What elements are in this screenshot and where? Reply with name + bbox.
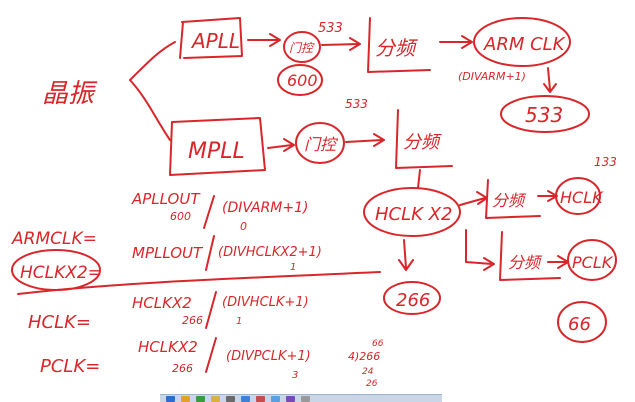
- hclkx2-den-sub: 1: [290, 262, 296, 273]
- arrow-armclk-533: [543, 67, 557, 93]
- mux-mid-label: 门控: [304, 135, 339, 154]
- taskbar: [160, 394, 442, 402]
- hclk-den-sub: 1: [236, 316, 242, 327]
- circle-533-value: 533: [525, 103, 563, 127]
- arrow-div2-pclk: [547, 255, 569, 269]
- branch-to-mpll: [129, 79, 171, 141]
- hclk-num-sub: 266: [182, 314, 203, 327]
- mux-mid-circle: [295, 122, 345, 164]
- armclk-den-sub: 0: [240, 220, 247, 233]
- divider-top-box: [367, 17, 431, 73]
- pclk-den-sub: 3: [292, 370, 298, 381]
- apll-box-left: [179, 21, 184, 59]
- divider-mid-box: [395, 109, 453, 169]
- circle-600: [277, 64, 323, 96]
- divider-mid-label: 分频: [403, 132, 442, 153]
- divider-hclk1-box: [485, 179, 541, 219]
- crystal-label: 晶振: [42, 79, 98, 109]
- hclkx2-num: MPLLOUT: [132, 244, 204, 262]
- armclk-lhs: ARMCLK=: [11, 229, 97, 249]
- div-armclk-note: (DIVARM+1): [458, 70, 526, 83]
- mhz-533-mid: 533: [345, 97, 368, 111]
- arrow-hclkx2-266: [398, 239, 414, 271]
- app-icon[interactable]: [241, 395, 250, 402]
- arrow-hclkx2-div2: [465, 229, 495, 271]
- apll-box: [181, 17, 243, 59]
- app-icon[interactable]: [226, 395, 235, 402]
- circle-66-value: 66: [568, 314, 591, 335]
- calc-line1: 66: [372, 339, 384, 349]
- app-icon[interactable]: [256, 395, 265, 402]
- calc-line2: 4)266: [348, 350, 380, 363]
- hclkx2-slash: [205, 235, 215, 271]
- arrow-div1-hclk: [537, 190, 558, 202]
- divider-top-label: 分频: [375, 36, 418, 60]
- hclkx2-node: HCLK X2: [375, 204, 452, 225]
- pclk-lhs: PCLK=: [40, 356, 100, 377]
- start-icon[interactable]: [166, 395, 175, 402]
- mux-top-label: 门控: [289, 41, 315, 55]
- armclk-num: APLLOUT: [131, 190, 201, 208]
- hclk-node: HCLK: [560, 188, 604, 207]
- calc-line3: 24: [362, 367, 374, 377]
- pclk-num-sub: 266: [172, 362, 193, 375]
- arrow-apll-mux: [247, 33, 281, 47]
- mpll-box: [169, 117, 266, 176]
- hclkx2-den: (DIVHCLKX2+1): [218, 245, 322, 260]
- pclk-circle: [567, 239, 617, 281]
- hclkx2-lhs: HCLKX2=: [20, 263, 102, 283]
- arrow-div-armclk: [439, 35, 473, 49]
- hclk-den: (DIVHCLK+1): [222, 295, 309, 310]
- divider-hclk2-label: 分频: [508, 253, 543, 272]
- divider-hclk2-box: [499, 231, 561, 281]
- pclk-den: (DIVPCLK+1): [226, 349, 311, 364]
- circle-266: [383, 281, 441, 315]
- app-icon[interactable]: [301, 395, 310, 402]
- folder-icon[interactable]: [211, 395, 220, 402]
- mhz-533-top: 533: [318, 21, 343, 36]
- pclk-node: PCLK: [572, 253, 614, 272]
- hclk-133: 133: [594, 155, 617, 169]
- browser-icon[interactable]: [196, 395, 205, 402]
- app-icon[interactable]: [271, 395, 280, 402]
- mux-top-circle: [283, 31, 321, 63]
- separator-line: [17, 271, 381, 295]
- calc-line4: 26: [366, 379, 378, 389]
- branch-to-apll: [129, 41, 176, 81]
- circle-533: [500, 95, 590, 133]
- app-icon[interactable]: [286, 395, 295, 402]
- arrow-mux-div-mid: [345, 133, 385, 147]
- circle-66: [557, 301, 607, 343]
- hclk-lhs: HCLK=: [28, 312, 91, 333]
- divider-hclk1-label: 分频: [492, 191, 527, 210]
- armclk-node: ARM CLK: [483, 34, 566, 55]
- armclk-num-sub: 600: [170, 210, 191, 223]
- arrow-hclkx2-div1: [459, 191, 488, 206]
- mpll-label: MPLL: [188, 139, 245, 164]
- hclk-num: HCLKX2: [132, 294, 192, 312]
- hclk-slash: [205, 291, 217, 329]
- hclk-circle: [555, 177, 601, 215]
- apll-label: APLL: [190, 29, 240, 53]
- arrow-mux-div-top: [321, 37, 361, 51]
- armclk-den: (DIVARM+1): [222, 200, 308, 216]
- explorer-icon[interactable]: [181, 395, 190, 402]
- armclk-slash: [203, 195, 215, 229]
- arrow-mpll-mux: [267, 138, 295, 152]
- pclk-num: HCLKX2: [138, 338, 198, 356]
- arrow-div-hclkx2: [417, 169, 421, 189]
- pclk-slash: [205, 337, 217, 373]
- armclk-circle: [473, 17, 571, 67]
- mhz-600: 600: [287, 71, 318, 90]
- hclkx2-circle: [363, 187, 461, 237]
- circle-266-value: 266: [396, 290, 430, 311]
